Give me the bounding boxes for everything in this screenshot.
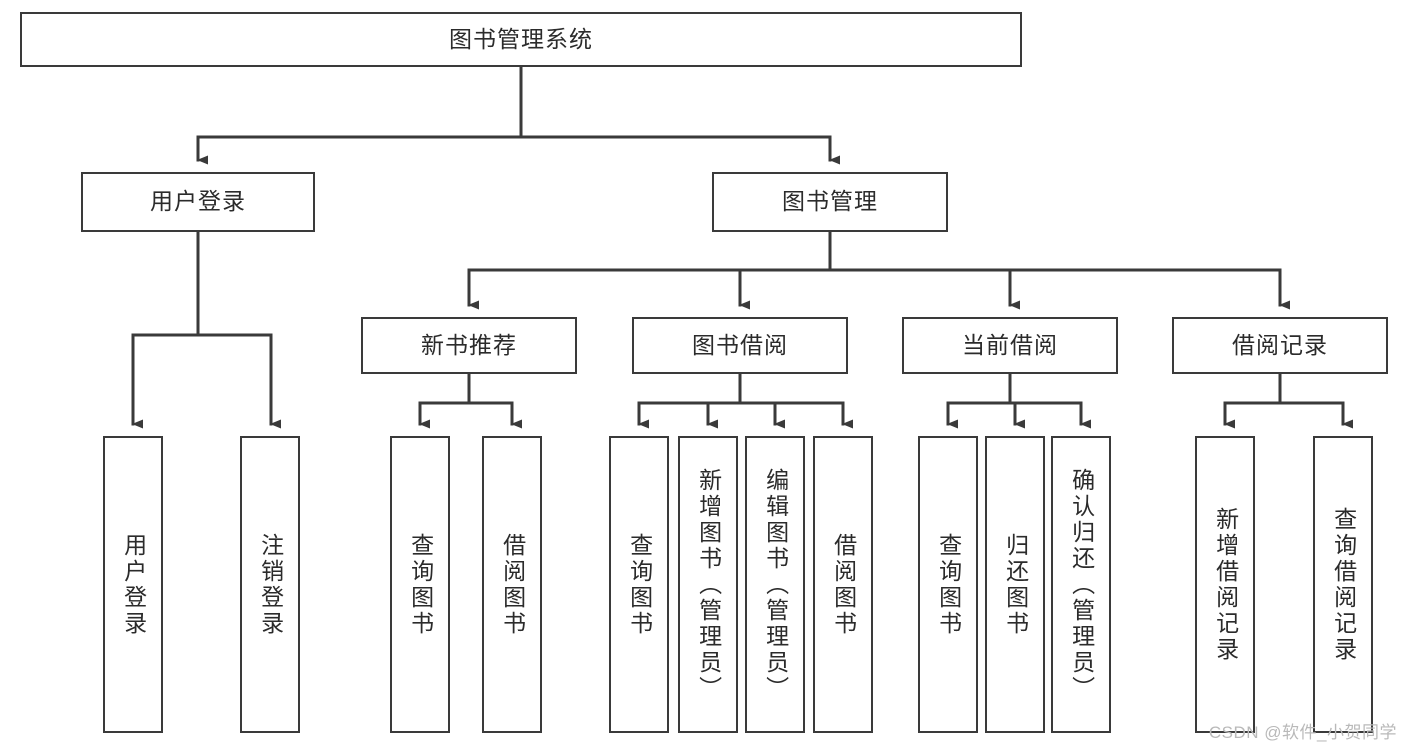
- leaf-query-book-borrow[interactable]: 查询图书: [609, 436, 669, 733]
- node-label: 图书管理: [782, 188, 878, 215]
- node-label: 查询借阅记录: [1330, 506, 1357, 663]
- leaf-add-borrow-record[interactable]: 新增借阅记录: [1195, 436, 1255, 733]
- leaf-add-book-admin[interactable]: 新增图书（管理员）: [678, 436, 738, 733]
- node-root-system[interactable]: 图书管理系统: [20, 12, 1022, 67]
- node-borrow-record[interactable]: 借阅记录: [1172, 317, 1388, 374]
- node-label: 图书借阅: [692, 331, 788, 358]
- node-label: 查询图书: [626, 532, 653, 637]
- node-label: 当前借阅: [962, 331, 1058, 358]
- node-label: 图书管理系统: [449, 25, 593, 52]
- node-label: 编辑图书（管理员）: [762, 467, 789, 702]
- node-label: 查询图书: [935, 532, 962, 637]
- node-label: 确认归还（管理员）: [1068, 467, 1095, 702]
- node-book-management[interactable]: 图书管理: [712, 172, 948, 232]
- leaf-borrow-book[interactable]: 借阅图书: [813, 436, 873, 733]
- node-label: 注销登录: [257, 532, 284, 637]
- leaf-confirm-return-admin[interactable]: 确认归还（管理员）: [1051, 436, 1111, 733]
- node-book-borrow[interactable]: 图书借阅: [632, 317, 848, 374]
- node-label: 用户登录: [120, 532, 147, 637]
- leaf-query-book-current[interactable]: 查询图书: [918, 436, 978, 733]
- leaf-borrow-book-rec[interactable]: 借阅图书: [482, 436, 542, 733]
- node-label: 查询图书: [407, 532, 434, 637]
- node-label: 归还图书: [1002, 532, 1029, 637]
- leaf-edit-book-admin[interactable]: 编辑图书（管理员）: [745, 436, 805, 733]
- node-label: 借阅图书: [499, 532, 526, 637]
- node-label: 用户登录: [150, 188, 246, 215]
- leaf-user-login[interactable]: 用户登录: [103, 436, 163, 733]
- node-label: 借阅图书: [830, 532, 857, 637]
- node-user-login[interactable]: 用户登录: [81, 172, 315, 232]
- leaf-query-book-rec[interactable]: 查询图书: [390, 436, 450, 733]
- leaf-query-borrow-record[interactable]: 查询借阅记录: [1313, 436, 1373, 733]
- watermark-text: CSDN @软件_小贺同学: [1208, 723, 1397, 742]
- node-label: 新书推荐: [421, 331, 517, 358]
- node-label: 新增图书（管理员）: [695, 467, 722, 702]
- leaf-return-book[interactable]: 归还图书: [985, 436, 1045, 733]
- node-label: 新增借阅记录: [1212, 506, 1239, 663]
- leaf-logout[interactable]: 注销登录: [240, 436, 300, 733]
- node-current-borrow[interactable]: 当前借阅: [902, 317, 1118, 374]
- node-label: 借阅记录: [1232, 331, 1328, 358]
- node-new-book-recommend[interactable]: 新书推荐: [361, 317, 577, 374]
